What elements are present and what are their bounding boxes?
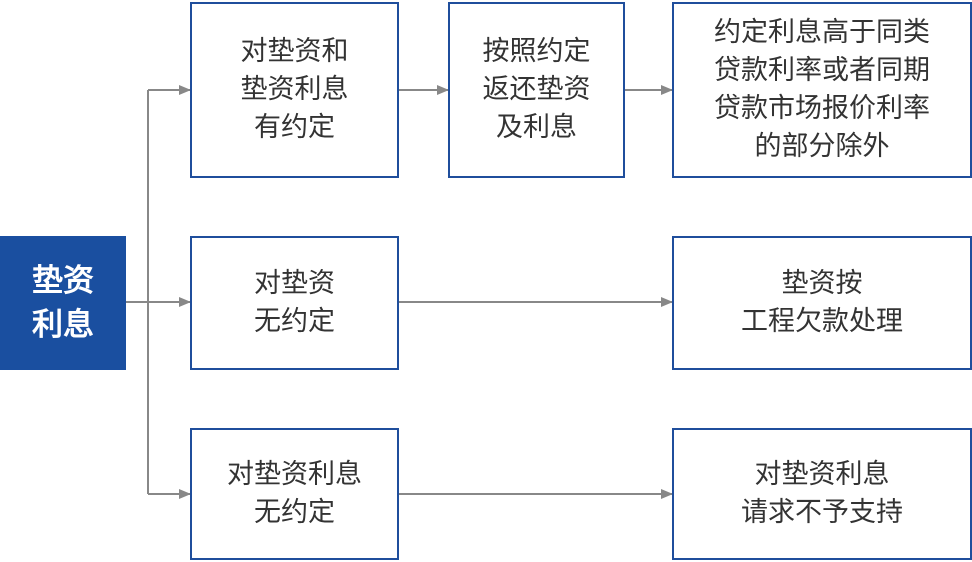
root-node-interest: 垫资 利息 (0, 236, 126, 370)
condition-node-both-agreed: 对垫资和 垫资利息 有约定 (190, 2, 399, 178)
condition-node-no-advance-agreement: 对垫资 无约定 (190, 236, 399, 370)
result-node-excess-rate-excluded: 约定利息高于同类 贷款利率或者同期 贷款市场报价利率 的部分除外 (672, 2, 972, 178)
result-node-treat-as-arrears: 垫资按 工程欠款处理 (672, 236, 972, 370)
result-node-claim-not-supported: 对垫资利息 请求不予支持 (672, 428, 972, 560)
step-node-return-per-agreement: 按照约定 返还垫资 及利息 (448, 2, 625, 178)
condition-node-no-interest-agreement: 对垫资利息 无约定 (190, 428, 399, 560)
